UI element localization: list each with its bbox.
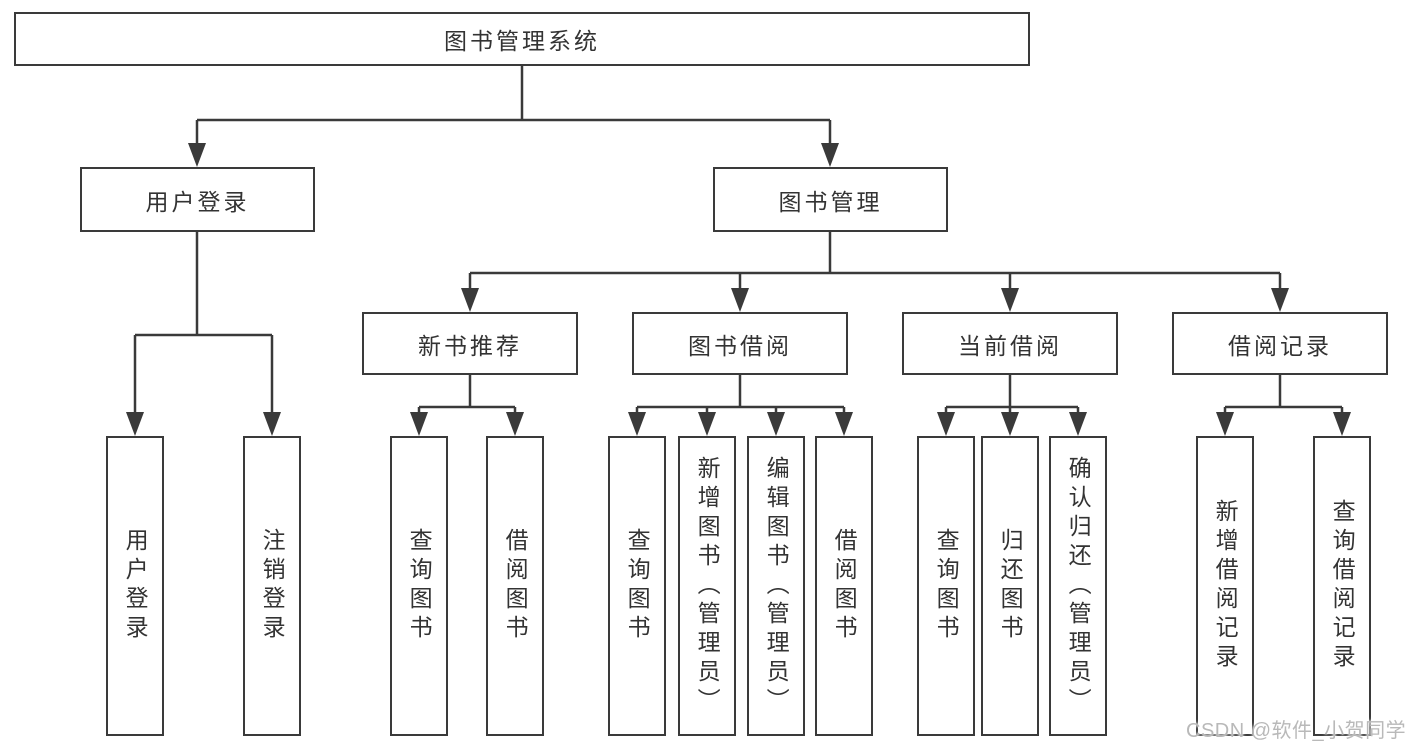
leaf-user-login: 用户登录 xyxy=(106,436,164,736)
leaf-confirm-return-admin: 确认归还（管理员） xyxy=(1049,436,1107,736)
leaf-edit-books-admin: 编辑图书（管理员） xyxy=(747,436,805,736)
csdn-watermark: CSDN @软件_小贺同学 xyxy=(1186,720,1405,742)
node-current-borrowing: 当前借阅 xyxy=(902,312,1118,375)
leaf-query-books-3: 查询图书 xyxy=(917,436,975,736)
node-borrowing-records: 借阅记录 xyxy=(1172,312,1388,375)
leaf-return-books: 归还图书 xyxy=(981,436,1039,736)
node-user-login-group: 用户登录 xyxy=(80,167,315,232)
node-root-library-system: 图书管理系统 xyxy=(14,12,1030,66)
node-book-borrowing: 图书借阅 xyxy=(632,312,848,375)
leaf-borrow-books-1: 借阅图书 xyxy=(486,436,544,736)
leaf-query-borrow-record: 查询借阅记录 xyxy=(1313,436,1371,736)
leaf-add-books-admin: 新增图书（管理员） xyxy=(678,436,736,736)
leaf-query-books-2: 查询图书 xyxy=(608,436,666,736)
leaf-borrow-books-2: 借阅图书 xyxy=(815,436,873,736)
node-book-management: 图书管理 xyxy=(713,167,948,232)
leaf-query-books-1: 查询图书 xyxy=(390,436,448,736)
node-new-book-recommend: 新书推荐 xyxy=(362,312,578,375)
leaf-add-borrow-record: 新增借阅记录 xyxy=(1196,436,1254,736)
leaf-logout: 注销登录 xyxy=(243,436,301,736)
